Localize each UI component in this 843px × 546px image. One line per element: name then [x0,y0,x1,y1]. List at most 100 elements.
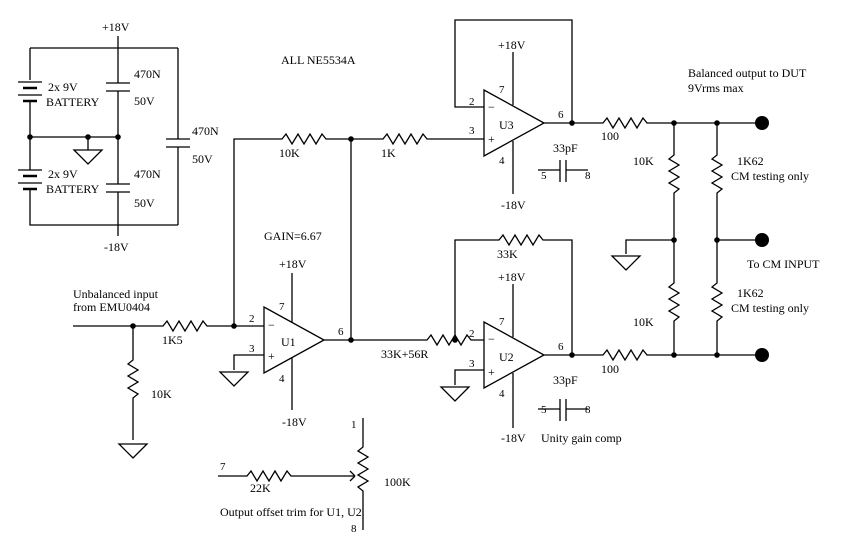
battery-top-label1: 2x 9V [48,80,78,94]
pot-wiper-arrow [349,470,356,482]
resistor-cm-bottom-label: 1K62 [737,286,764,300]
battery-top [18,81,42,103]
ground-symbol [610,239,674,271]
battery-top-label2: BATTERY [46,95,100,109]
resistor-u2-feedback [454,233,573,355]
input-section: Unbalanced input from EMU0404 1K5 10K [73,287,264,459]
resistor-u3-input-label: 1K [381,146,396,160]
cm-note-top: CM testing only [731,169,809,183]
opamp-u1-minus: − [268,318,275,332]
input-label1: Unbalanced input [73,287,159,301]
resistor-input-shunt [126,326,140,440]
resistor-u3-input [351,132,484,146]
cap-comp-u3-pin-b: 8 [585,170,591,182]
trim-label: Output offset trim for U1, U2 [220,505,362,519]
resistor-u2-input [420,333,484,347]
opamp-u1-pin-out: 6 [338,326,344,338]
resistor-trim-label: 22K [250,481,271,495]
opamp-u1-pin-vneg: 4 [279,373,285,385]
cap-comp-u2 [538,399,588,421]
opamp-u2-plus: + [488,365,495,379]
opamp-u3-supply-neg: -18V [501,198,526,212]
opamp-u1-name: U1 [281,335,296,349]
offset-trim-section: 7 22K 1 8 100K Output offset trim for U1… [218,418,411,535]
output-network: 10K 10K 1K62 CM testing only 1K62 CM tes… [610,116,809,362]
resistor-output-top [544,116,762,130]
terminal-output-top [755,116,769,130]
resistor-u2-input-label: 33K+56R [381,347,428,361]
opamp-u1-pin-noninv: 3 [249,343,255,355]
supply-mid-wire [29,101,118,170]
opamp-u1-supply-pos: +18V [279,257,307,271]
resistor-input-series-label: 1K5 [162,333,183,347]
supply-bottom-rail [29,189,178,236]
opamp-u2-pin-vneg: 4 [499,388,505,400]
cap-supply-top [106,48,130,137]
opamp-u3-pin-vneg: 4 [499,155,505,167]
resistor-cm-top [710,123,724,240]
opamp-u2-supply-pos: +18V [498,270,526,284]
cm-note-bottom: CM testing only [731,301,809,315]
potentiometer [356,418,370,530]
terminal-output-bottom [755,348,769,362]
opamp-u2-pin-noninv: 3 [469,358,475,370]
resistor-cm-top-label: 1K62 [737,154,764,168]
opamp-u3-pin-out: 6 [558,109,564,121]
ground-symbol [117,443,149,459]
junction-batt-mid [27,134,33,140]
opamp-u1: U1 − + 2 3 6 7 4 +18V -18V [218,257,420,429]
cap-top-value: 470N [134,67,161,81]
cap-comp-u3-value: 33pF [553,141,578,155]
trim-pin8: 8 [351,523,357,535]
cap-comp-u2-pin-a: 5 [541,404,547,416]
cap-supply-right [166,48,190,225]
opamp-u1-body [263,305,326,375]
gain-label: GAIN=6.67 [264,229,322,243]
resistor-divider-top [667,123,681,240]
resistor-divider-top-label: 10K [633,154,654,168]
opamp-u3-name: U3 [499,118,514,132]
opamp-u3-pin-inv: 2 [469,96,475,108]
supply-neg-label: -18V [104,240,129,254]
supply-pos-label: +18V [102,20,130,34]
power-supply-section: +18V -18V 2x 9V BATTERY 2x 9V BATTERY [18,20,219,254]
opamp-u2-pin-out: 6 [558,341,564,353]
resistor-trim [218,469,355,483]
cap-right-voltage: 50V [192,152,213,166]
opamp-u1-pin-vpos: 7 [279,301,285,313]
opamp-u2-name: U2 [499,350,514,364]
cap-top-voltage: 50V [134,94,155,108]
resistor-input-series [73,319,264,333]
battery-bottom-label2: BATTERY [46,182,100,196]
terminal-cm-input [755,233,769,247]
opamp-u3-pin-noninv: 3 [469,125,475,137]
resistor-u1-feedback [233,132,352,340]
resistor-u2-feedback-label: 33K [497,247,518,261]
opamp-u3: U3 − + 2 3 6 7 4 +18V -18V [454,19,575,212]
opamp-u3-supply-pos: +18V [498,38,526,52]
trim-pin1: 1 [351,419,357,431]
resistor-divider-bottom-label: 10K [633,315,654,329]
battery-bottom-label1: 2x 9V [48,167,78,181]
opamp-u1-supply-neg: -18V [282,415,307,429]
supply-top-rail [29,36,178,80]
opamp-u3-feedback-wire [454,19,573,123]
opamp-u2-supply-neg: -18V [501,431,526,445]
resistor-cm-bottom [710,240,724,355]
resistor-divider-bottom [667,240,681,355]
cm-input-label: To CM INPUT [747,257,820,271]
ground-symbol [72,137,104,165]
cap-bottom-voltage: 50V [134,196,155,210]
cap-comp-u3-pin-a: 5 [541,170,547,182]
potentiometer-label: 100K [384,475,411,489]
resistor-output-top-label: 100 [601,129,619,143]
opamp-u1-pin-inv: 2 [249,313,255,325]
output-label-line2: 9Vrms max [688,81,744,95]
opamp-u3-pin-vpos: 7 [499,84,505,96]
cap-supply-bottom [106,137,130,225]
note-all-opamps: ALL NE5534A [281,53,356,67]
opamp-u2-pin-inv: 2 [469,328,475,340]
cap-comp-u2-value: 33pF [553,373,578,387]
input-label2: from EMU0404 [73,300,150,314]
